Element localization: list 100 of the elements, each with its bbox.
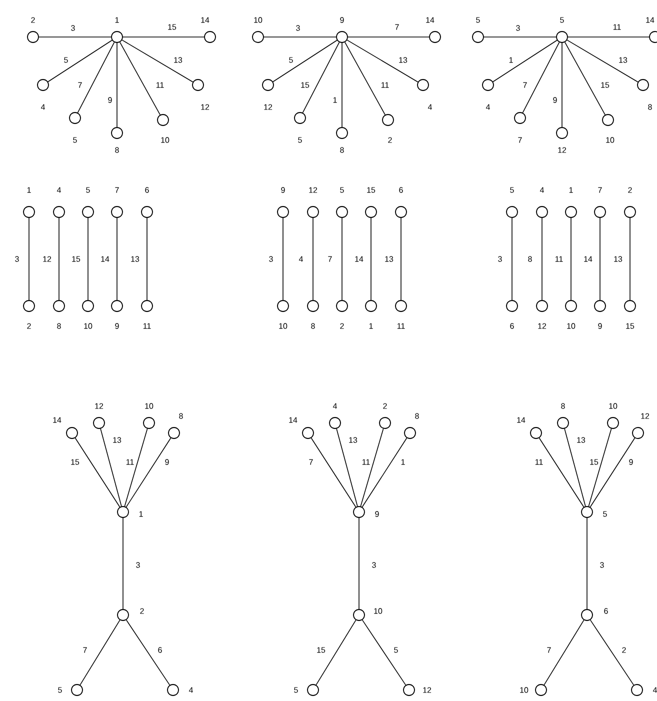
vertex-label: 1 [369, 323, 373, 329]
vertex-label: 10 [606, 137, 614, 143]
edge-label: 15 [590, 459, 598, 465]
edge-label: 1 [333, 97, 337, 103]
edge-line [122, 518, 124, 610]
edge-line [126, 620, 170, 686]
vertex-label: 5 [603, 511, 607, 517]
vertex-label: 12 [201, 104, 210, 110]
vertex-circle [382, 114, 394, 126]
vertex-label: 2 [340, 323, 344, 329]
edge-line [538, 438, 584, 508]
edge-label: 13 [131, 256, 140, 262]
edge-label: 11 [613, 24, 621, 30]
edge-line [358, 518, 360, 610]
edge-line [58, 218, 60, 300]
vertex-label: 4 [40, 104, 45, 110]
vertex-circle [607, 417, 619, 429]
vertex-circle [395, 206, 407, 218]
vertex-circle [472, 31, 484, 43]
vertex-label: 4 [56, 187, 61, 193]
edge-label: 15 [317, 647, 326, 653]
edge-line [74, 438, 120, 508]
vertex-circle [336, 31, 348, 43]
vertex-circle [307, 300, 319, 312]
vertex-circle [302, 427, 314, 439]
edge-line [100, 428, 122, 507]
vertex-label: 14 [426, 17, 434, 23]
vertex-circle [277, 300, 289, 312]
vertex-label: 8 [311, 323, 315, 329]
edge-line [77, 42, 115, 114]
vertex-label: 14 [289, 417, 298, 423]
edge-label: 3 [516, 25, 520, 31]
edge-line [360, 428, 384, 507]
vertex-label: 7 [518, 137, 522, 143]
vertex-circle [37, 79, 49, 91]
vertex-circle [336, 127, 348, 139]
vertex-circle [277, 206, 289, 218]
vertex-circle [594, 206, 606, 218]
edge-label: 7 [78, 82, 82, 88]
vertex-circle [66, 427, 78, 439]
vertex-circle [23, 300, 35, 312]
edge-label: 15 [72, 256, 80, 262]
vertex-label: 15 [367, 187, 376, 193]
edge-label: 7 [523, 82, 527, 88]
edge-line [122, 36, 204, 38]
vertex-circle [111, 206, 123, 218]
edge-label: 3 [600, 562, 604, 568]
vertex-circle [167, 684, 179, 696]
edge-label: 14 [584, 256, 592, 262]
edge-line [370, 218, 372, 300]
vertex-circle [395, 300, 407, 312]
edge-label: 3 [372, 562, 376, 568]
vertex-circle [23, 206, 35, 218]
edge-label: 13 [399, 57, 408, 63]
vertex-circle [168, 427, 180, 439]
edge-line [126, 438, 172, 508]
vertex-label: 12 [423, 687, 432, 693]
edge-line [272, 40, 338, 82]
vertex-circle [631, 684, 643, 696]
edge-line [484, 36, 556, 38]
edge-line [336, 428, 358, 507]
vertex-circle [329, 417, 341, 429]
vertex-circle [581, 506, 593, 518]
vertex-circle [262, 79, 274, 91]
vertex-circle [336, 206, 348, 218]
edge-label: 13 [614, 256, 622, 262]
edge-label: 9 [108, 97, 112, 103]
edge-line [122, 40, 194, 82]
vertex-circle [294, 112, 306, 124]
edge-label: 8 [528, 256, 532, 262]
vertex-label: 12 [538, 323, 546, 329]
vertex-label: 14 [517, 417, 526, 423]
vertex-circle [27, 31, 39, 43]
vertex-label: 10 [279, 323, 288, 329]
edge-line [80, 620, 120, 686]
edge-line [570, 218, 572, 300]
edge-line [116, 42, 118, 128]
edge-line [146, 218, 148, 300]
vertex-label: 5 [560, 17, 564, 23]
vertex-label: 5 [510, 187, 514, 193]
vertex-label: 15 [626, 323, 634, 329]
vertex-circle [53, 300, 65, 312]
edge-label: 11 [555, 256, 563, 262]
vertex-circle [53, 206, 65, 218]
vertex-label: 5 [58, 687, 62, 693]
vertex-circle [506, 300, 518, 312]
edge-line [590, 620, 634, 686]
edge-line [124, 428, 148, 507]
vertex-label: 1 [115, 17, 119, 23]
edge-label: 7 [83, 647, 87, 653]
vertex-circle [365, 206, 377, 218]
vertex-label: 14 [53, 417, 62, 423]
edge-label: 5 [64, 57, 68, 63]
vertex-circle [111, 300, 123, 312]
edge-label: 15 [168, 24, 176, 30]
vertex-circle [192, 79, 204, 91]
edge-label: 14 [355, 256, 364, 262]
edge-label: 3 [15, 256, 19, 262]
vertex-circle [404, 427, 416, 439]
vertex-label: 7 [115, 187, 119, 193]
